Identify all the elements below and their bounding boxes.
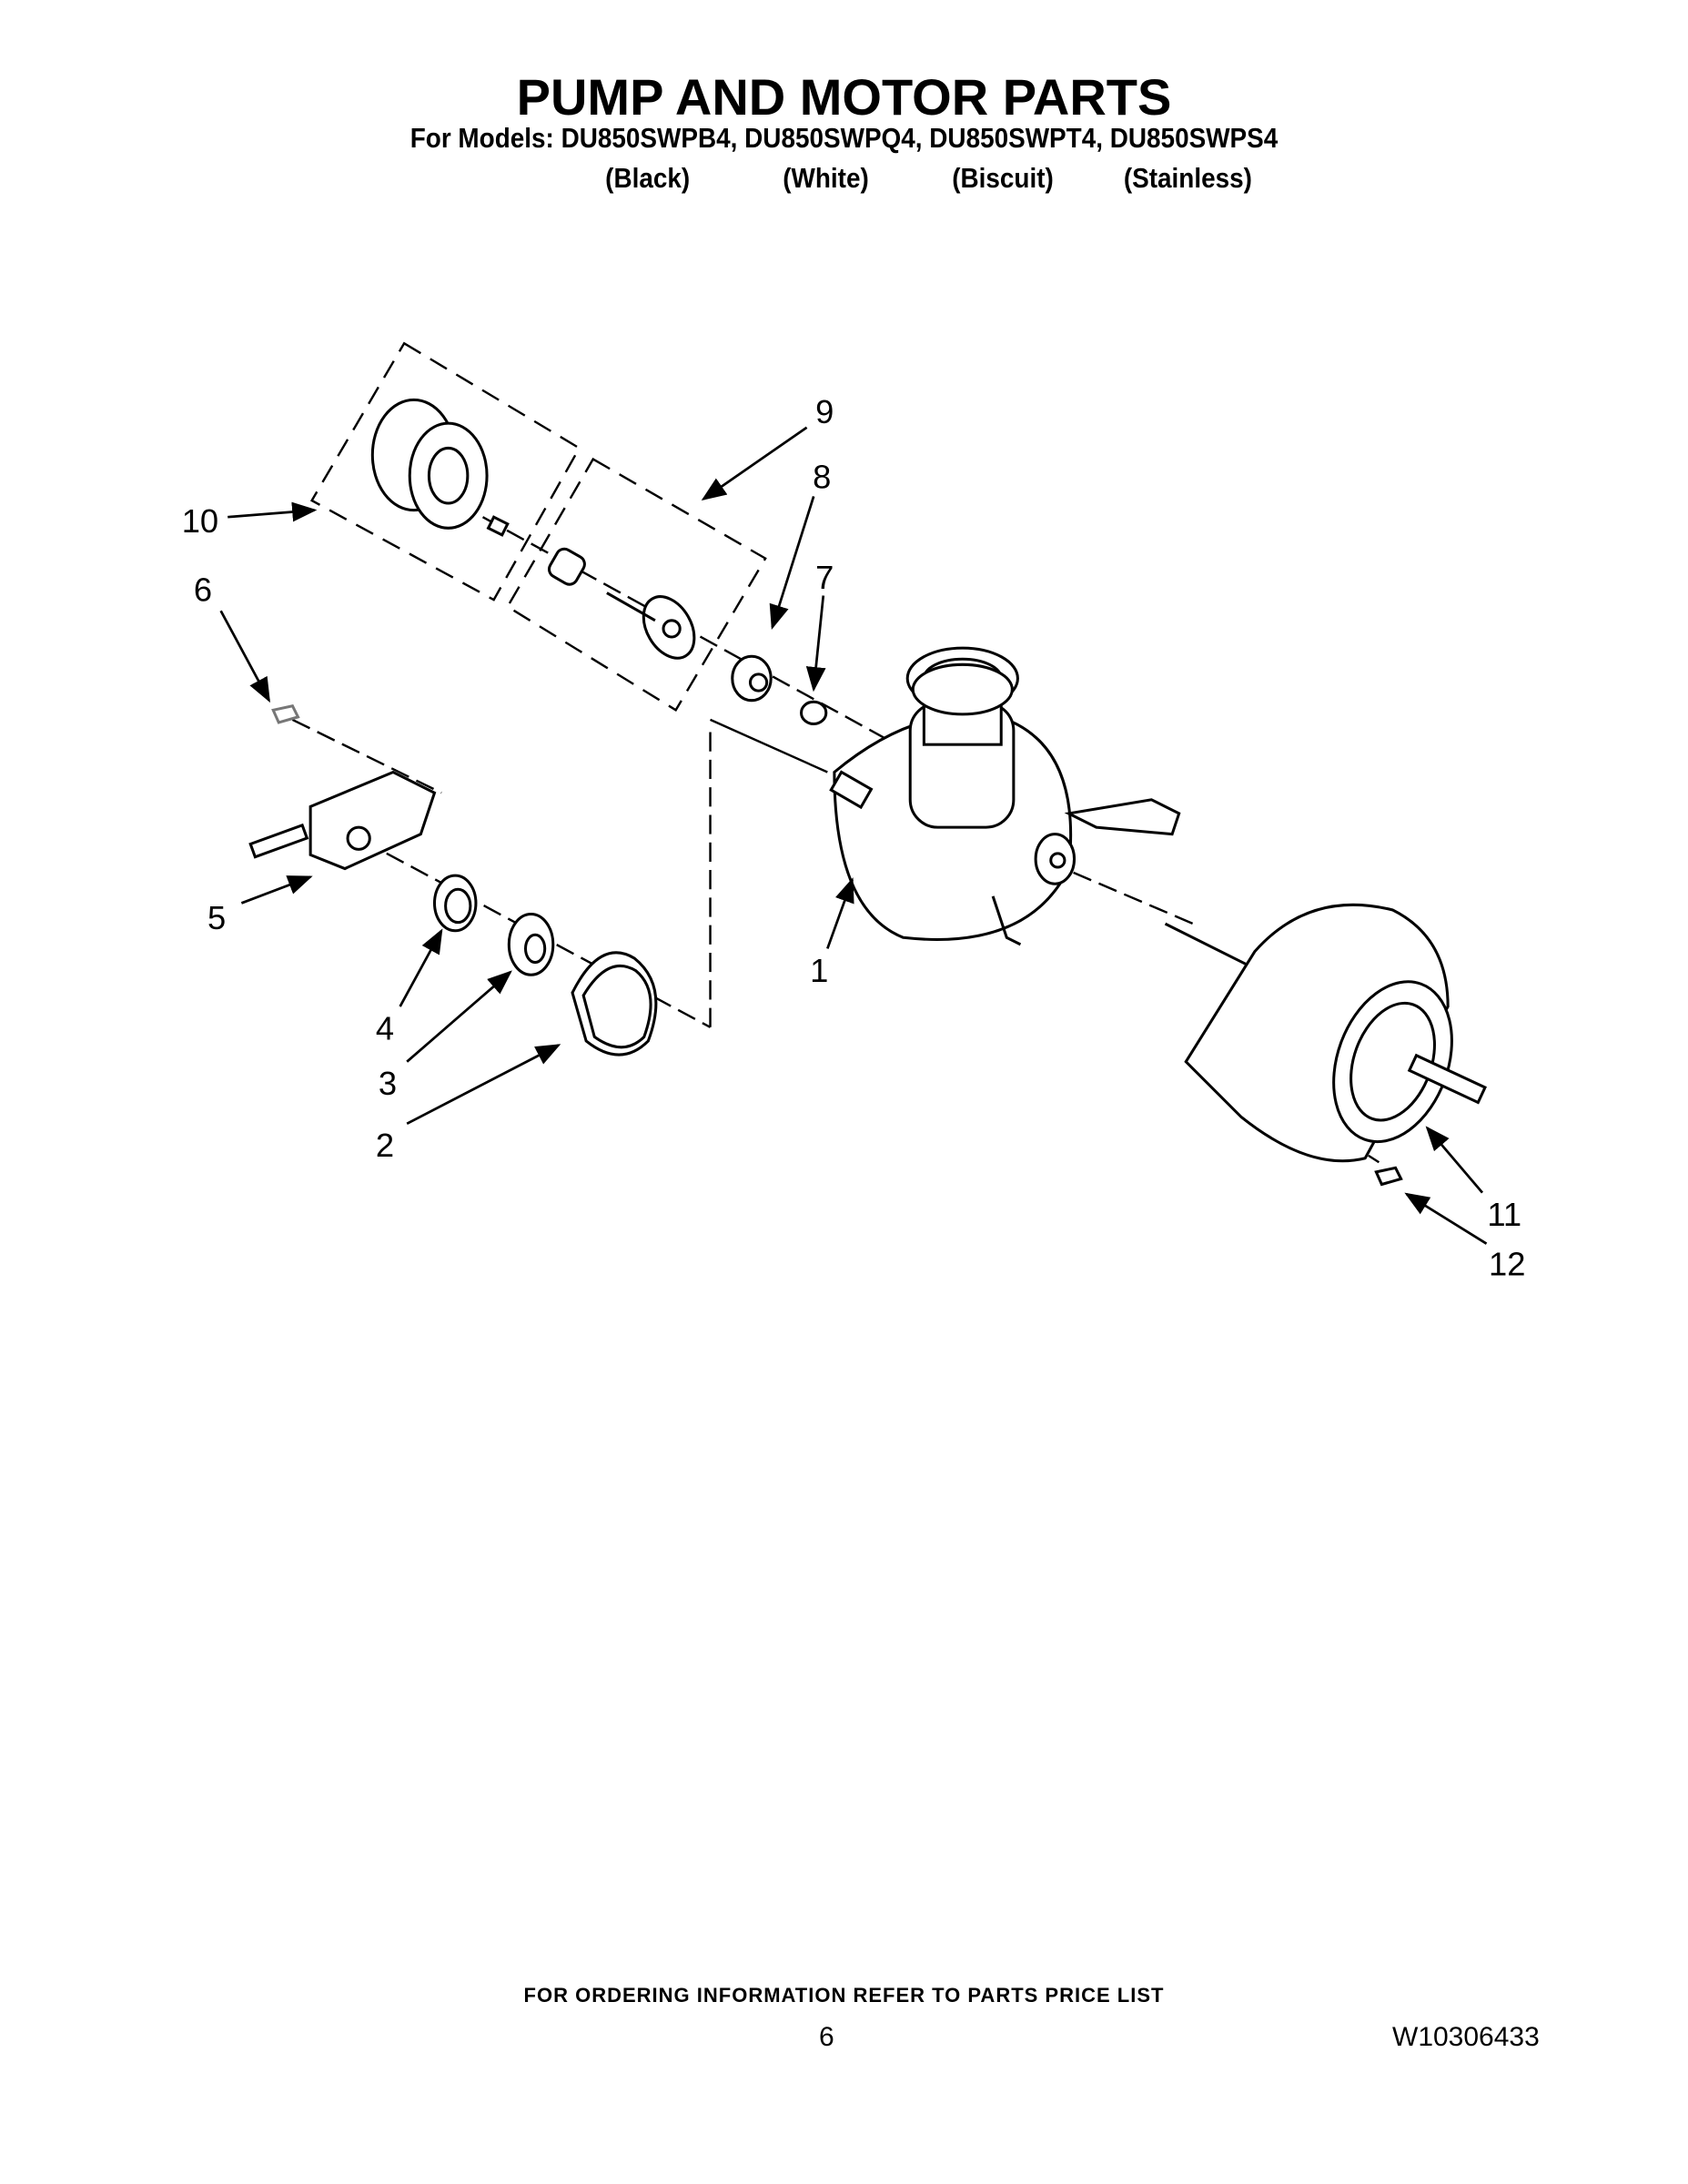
color-white: (White)	[783, 162, 869, 194]
callout-9: 9	[815, 393, 834, 430]
part-10-seal	[370, 398, 489, 530]
document-number: W10306433	[1392, 2022, 1540, 2052]
callout-2: 2	[376, 1127, 394, 1164]
page-number: 6	[819, 2022, 834, 2052]
color-stainless: (Stainless)	[1123, 162, 1252, 194]
color-black: (Black)	[605, 162, 691, 194]
callout-1: 1	[810, 952, 828, 989]
part-8-seal	[731, 654, 773, 703]
part-9-bushing	[547, 547, 586, 586]
callout-3: 3	[379, 1065, 397, 1102]
part-9-impeller	[606, 592, 696, 660]
models-line: For Models: DU850SWPB4, DU850SWPQ4, DU85…	[409, 122, 1279, 154]
page-title: PUMP AND MOTOR PARTS	[516, 68, 1172, 126]
part-4-seal	[432, 874, 478, 933]
part-5-pump-cover	[248, 770, 437, 871]
ordering-note: FOR ORDERING INFORMATION REFER TO PARTS …	[523, 1984, 1165, 2007]
part-6-screw	[271, 704, 300, 724]
part-11-motor	[1164, 903, 1487, 1163]
callout-12: 12	[1489, 1246, 1525, 1283]
callout-11: 11	[1487, 1196, 1521, 1233]
callout-10: 10	[182, 502, 218, 540]
part-7-washer	[800, 700, 828, 725]
part-2-gasket	[571, 951, 658, 1057]
box-part-9	[506, 457, 767, 712]
callout-4: 4	[376, 1009, 394, 1046]
leader-lines	[219, 426, 1488, 1245]
color-biscuit: (Biscuit)	[952, 162, 1054, 194]
callout-8: 8	[813, 458, 831, 495]
part-1-pump-housing	[829, 646, 1181, 946]
box-part-10	[309, 341, 581, 602]
part-3-grommet	[507, 913, 555, 976]
part-12-screw	[1374, 1166, 1403, 1187]
callout-5: 5	[207, 899, 226, 936]
callout-6: 6	[194, 571, 212, 609]
part-10-clip	[486, 515, 510, 537]
callout-7: 7	[815, 559, 834, 596]
